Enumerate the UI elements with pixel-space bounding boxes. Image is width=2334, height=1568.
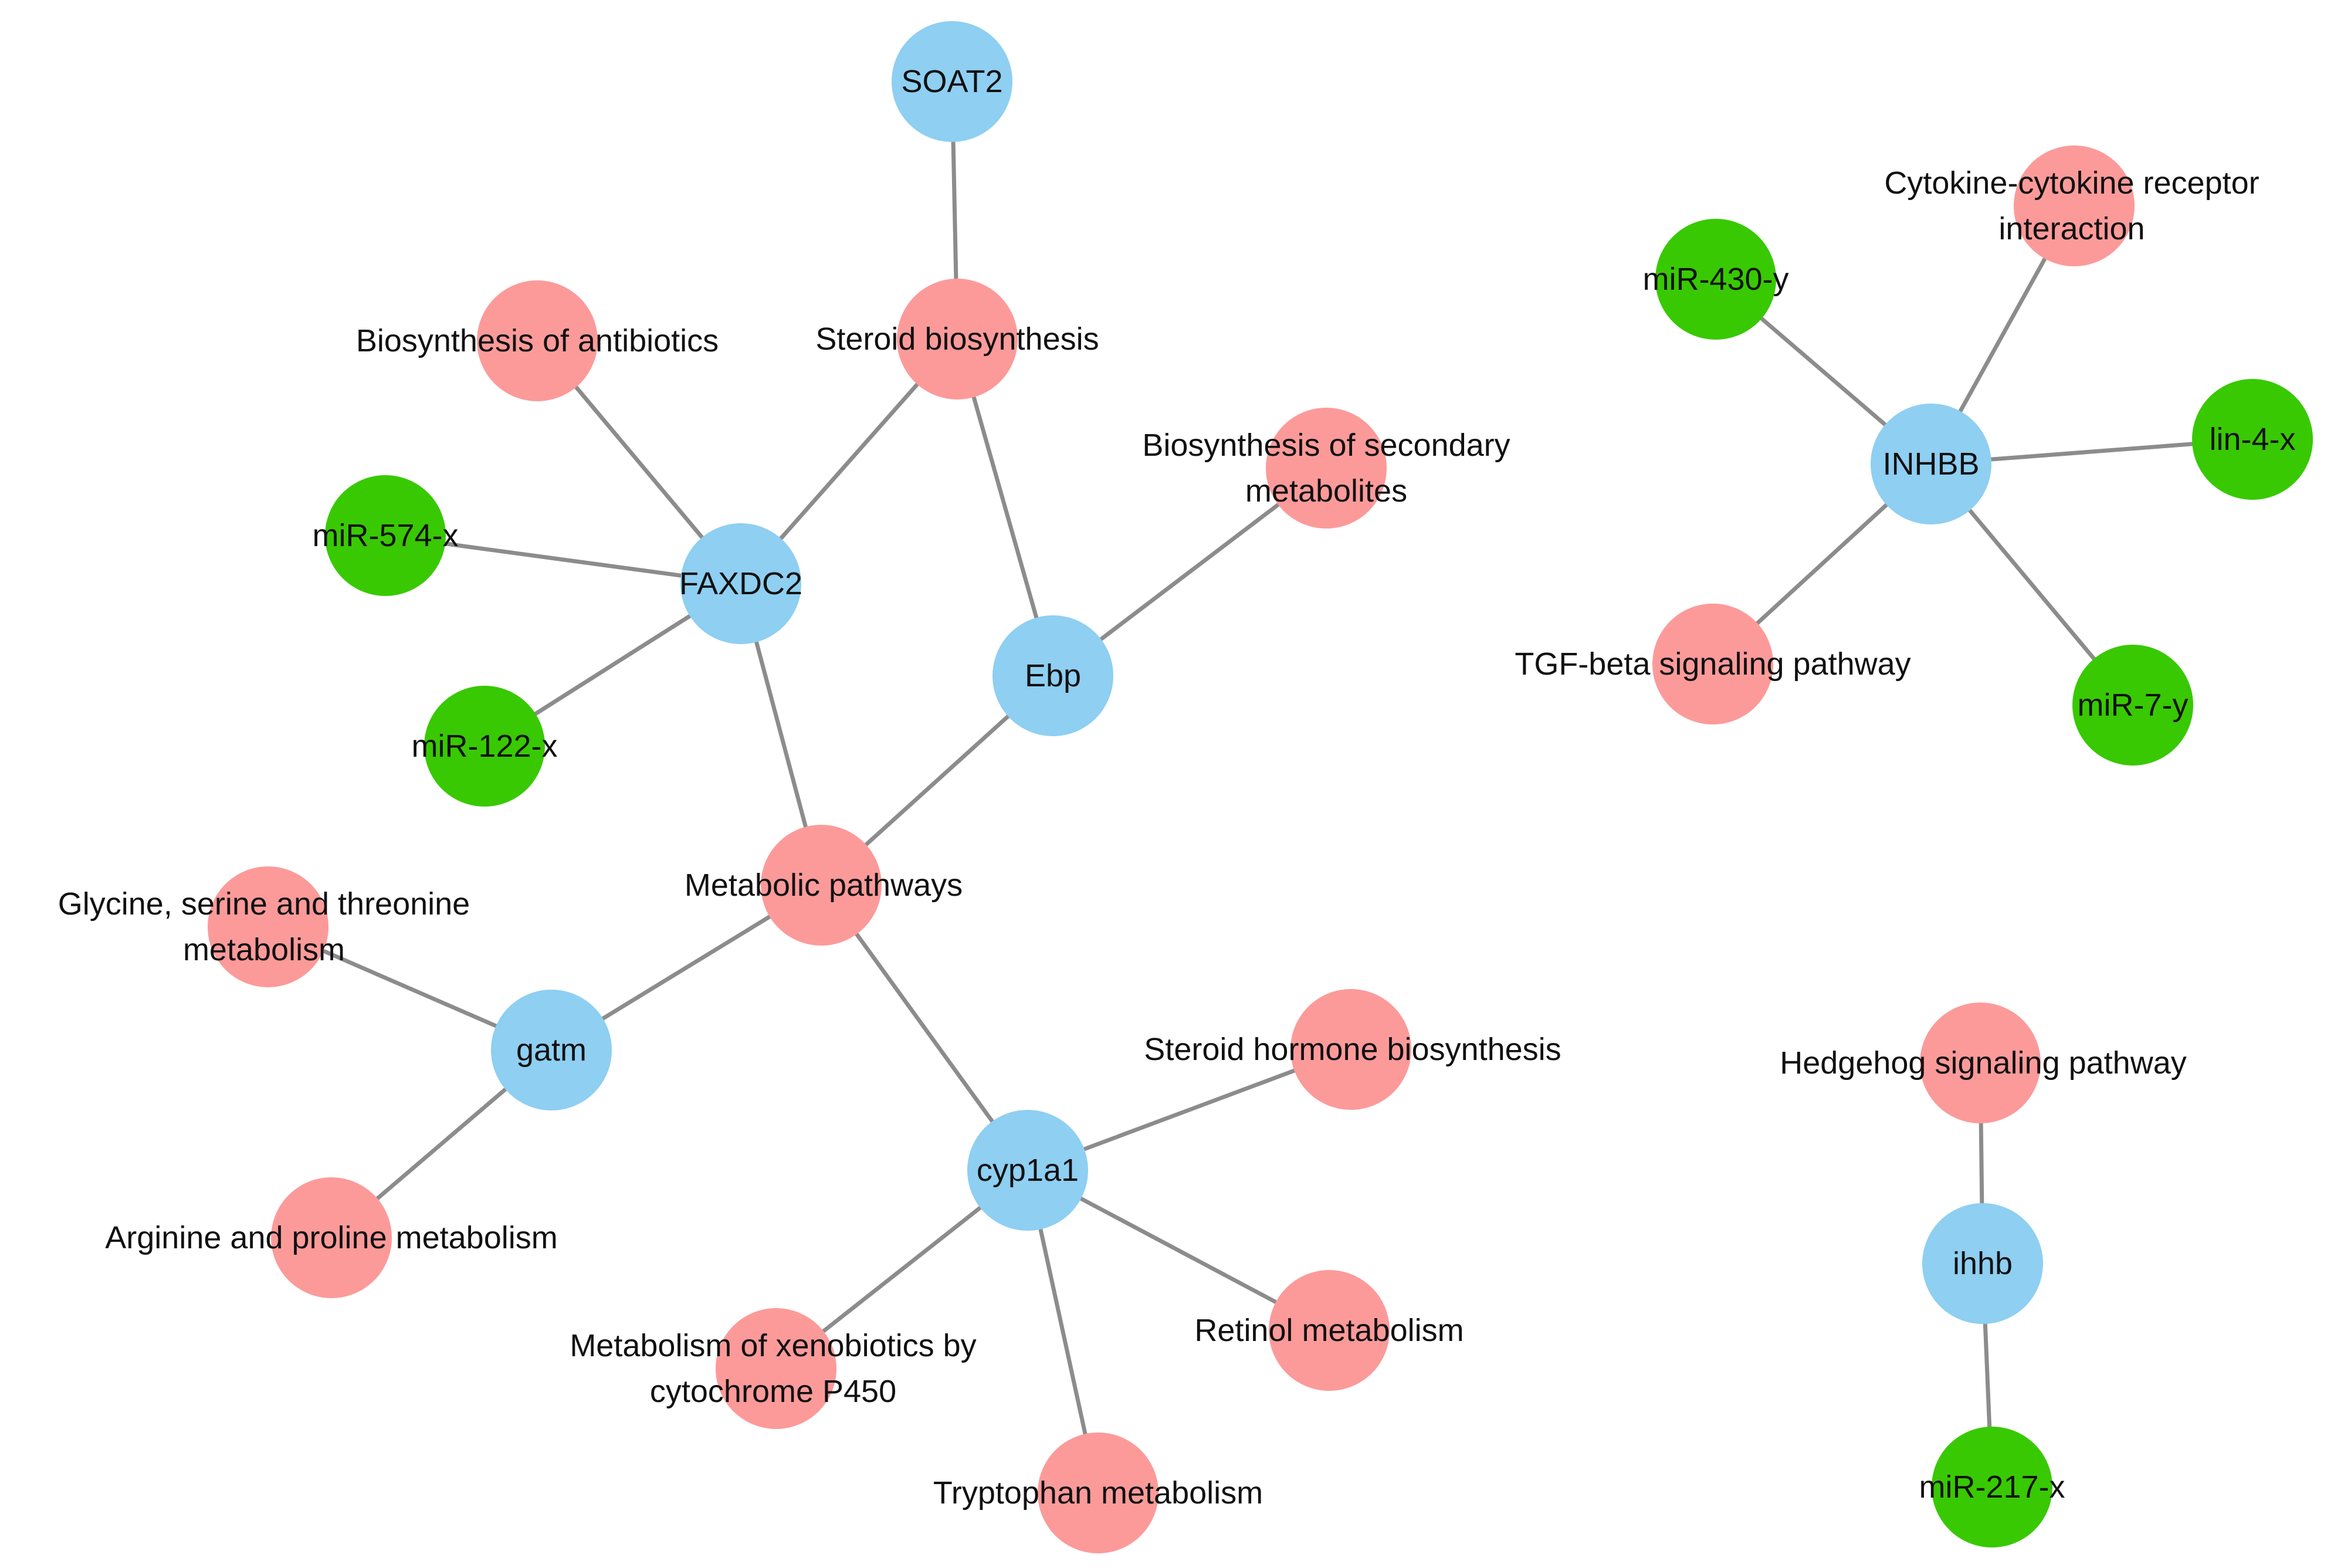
- gene-node-ebp[interactable]: [992, 615, 1113, 736]
- node-label-line: metabolism: [183, 932, 345, 967]
- node-label-line: miR-122-x: [411, 729, 557, 764]
- node-label-line: metabolites: [1245, 473, 1407, 509]
- pathway-node-steroid-biosynthesis[interactable]: [897, 279, 1018, 399]
- node-label-steroid-hormone-biosynthesis: Steroid hormone biosynthesis: [1144, 1032, 1561, 1067]
- node-label-line: Ebp: [1025, 658, 1081, 693]
- node-label-line: gatm: [516, 1032, 587, 1068]
- node-label-line: SOAT2: [901, 64, 1002, 99]
- node-label-line: ihhb: [1953, 1246, 2013, 1281]
- pathway-node-arginine-proline[interactable]: [271, 1177, 392, 1298]
- node-label-biosynthesis-secondary-metabolites: Biosynthesis of secondary metabolites: [1142, 428, 1510, 509]
- gene-node-ihhb[interactable]: [1922, 1203, 2043, 1324]
- pathway-node-biosynthesis-antibiotics[interactable]: [477, 280, 598, 401]
- node-label-line: Metabolism of xenobiotics by: [570, 1328, 976, 1363]
- node-label-ebp: Ebp: [1025, 658, 1081, 693]
- node-label-soat2: SOAT2: [901, 64, 1002, 99]
- node-label-line: cytochrome P450: [650, 1374, 896, 1409]
- pathway-node-tryptophan-metabolism[interactable]: [1038, 1432, 1158, 1553]
- node-label-glycine-serine-threonine: Glycine, serine and threonine metabolism: [58, 886, 470, 967]
- node-label-arginine-proline: Arginine and proline metabolism: [105, 1220, 557, 1255]
- node-label-gatm: gatm: [516, 1032, 587, 1068]
- node-label-line: Glycine, serine and threonine: [58, 886, 470, 922]
- pathway-node-glycine-serine-threonine[interactable]: [208, 866, 328, 987]
- node-label-mir-217-x: miR-217-x: [1919, 1469, 2065, 1505]
- mirna-node-mir-574-x[interactable]: [325, 475, 446, 596]
- node-label-mir-574-x: miR-574-x: [312, 518, 458, 553]
- pathway-node-cytokine-receptor[interactable]: [2014, 145, 2135, 266]
- nodes-layer: [208, 21, 2313, 1553]
- node-label-line: Hedgehog signaling pathway: [1780, 1045, 2187, 1081]
- node-label-line: FAXDC2: [679, 566, 802, 601]
- node-label-line: Retinol metabolism: [1194, 1313, 1464, 1348]
- node-label-line: cyp1a1: [977, 1153, 1079, 1188]
- node-label-line: miR-7-y: [2078, 688, 2189, 723]
- mirna-node-mir-122-x[interactable]: [424, 686, 545, 807]
- node-label-metabolic-pathways: Metabolic pathways: [685, 868, 963, 903]
- node-label-hedgehog: Hedgehog signaling pathway: [1780, 1045, 2187, 1081]
- node-label-biosynthesis-antibiotics: Biosynthesis of antibiotics: [356, 323, 719, 358]
- node-label-tgf-beta: TGF-beta signaling pathway: [1515, 646, 1910, 682]
- node-label-line: Steroid hormone biosynthesis: [1144, 1032, 1561, 1067]
- node-label-line: miR-217-x: [1919, 1469, 2065, 1505]
- node-label-line: Biosynthesis of secondary: [1142, 428, 1510, 463]
- node-label-line: Tryptophan metabolism: [933, 1475, 1263, 1511]
- gene-node-gatm[interactable]: [491, 990, 612, 1110]
- node-label-ihhb: ihhb: [1953, 1246, 2013, 1281]
- gene-node-inhbb[interactable]: [1871, 404, 1991, 524]
- node-label-tryptophan-metabolism: Tryptophan metabolism: [933, 1475, 1263, 1511]
- node-label-lin-4-x: lin-4-x: [2209, 422, 2295, 457]
- node-label-xenobiotics-p450: Metabolism of xenobiotics by cytochrome P…: [570, 1328, 976, 1409]
- node-label-line: interaction: [1998, 211, 2145, 246]
- node-label-line: Arginine and proline metabolism: [105, 1220, 557, 1255]
- node-label-steroid-biosynthesis: Steroid biosynthesis: [815, 321, 1099, 357]
- node-label-line: miR-430-y: [1642, 262, 1788, 297]
- node-label-mir-7-y: miR-7-y: [2078, 688, 2189, 723]
- gene-node-soat2[interactable]: [892, 21, 1012, 142]
- pathway-node-hedgehog[interactable]: [1920, 1003, 2041, 1123]
- node-label-line: lin-4-x: [2209, 422, 2295, 457]
- gene-node-cyp1a1[interactable]: [967, 1110, 1088, 1231]
- pathway-node-retinol-metabolism[interactable]: [1269, 1270, 1390, 1391]
- node-label-mir-430-y: miR-430-y: [1642, 262, 1788, 297]
- mirna-node-lin-4-x[interactable]: [2192, 379, 2313, 500]
- mirna-node-mir-217-x[interactable]: [1932, 1427, 2052, 1547]
- pathway-node-steroid-hormone-biosynthesis[interactable]: [1290, 989, 1411, 1110]
- pathway-node-tgf-beta[interactable]: [1652, 604, 1773, 724]
- node-label-retinol-metabolism: Retinol metabolism: [1194, 1313, 1464, 1348]
- node-label-line: Biosynthesis of antibiotics: [356, 323, 719, 358]
- node-label-line: TGF-beta signaling pathway: [1515, 646, 1910, 682]
- node-label-line: miR-574-x: [312, 518, 458, 553]
- mirna-node-mir-7-y[interactable]: [2072, 645, 2193, 766]
- node-label-cytokine-receptor: Cytokine-cytokine receptor interaction: [1884, 165, 2259, 246]
- pathway-node-biosynthesis-secondary-metabolites[interactable]: [1266, 408, 1387, 529]
- gene-node-faxdc2[interactable]: [680, 523, 801, 644]
- node-label-inhbb: INHBB: [1882, 446, 1979, 482]
- node-label-line: Metabolic pathways: [685, 868, 963, 903]
- node-label-line: Steroid biosynthesis: [815, 321, 1099, 357]
- node-label-line: INHBB: [1882, 446, 1979, 482]
- node-label-line: Cytokine-cytokine receptor: [1884, 165, 2259, 201]
- node-label-cyp1a1: cyp1a1: [977, 1153, 1079, 1188]
- mirna-node-mir-430-y[interactable]: [1655, 219, 1776, 340]
- node-label-mir-122-x: miR-122-x: [411, 729, 557, 764]
- pathway-node-metabolic-pathways[interactable]: [761, 825, 882, 946]
- node-label-faxdc2: FAXDC2: [679, 566, 802, 601]
- pathway-node-xenobiotics-p450[interactable]: [716, 1308, 836, 1429]
